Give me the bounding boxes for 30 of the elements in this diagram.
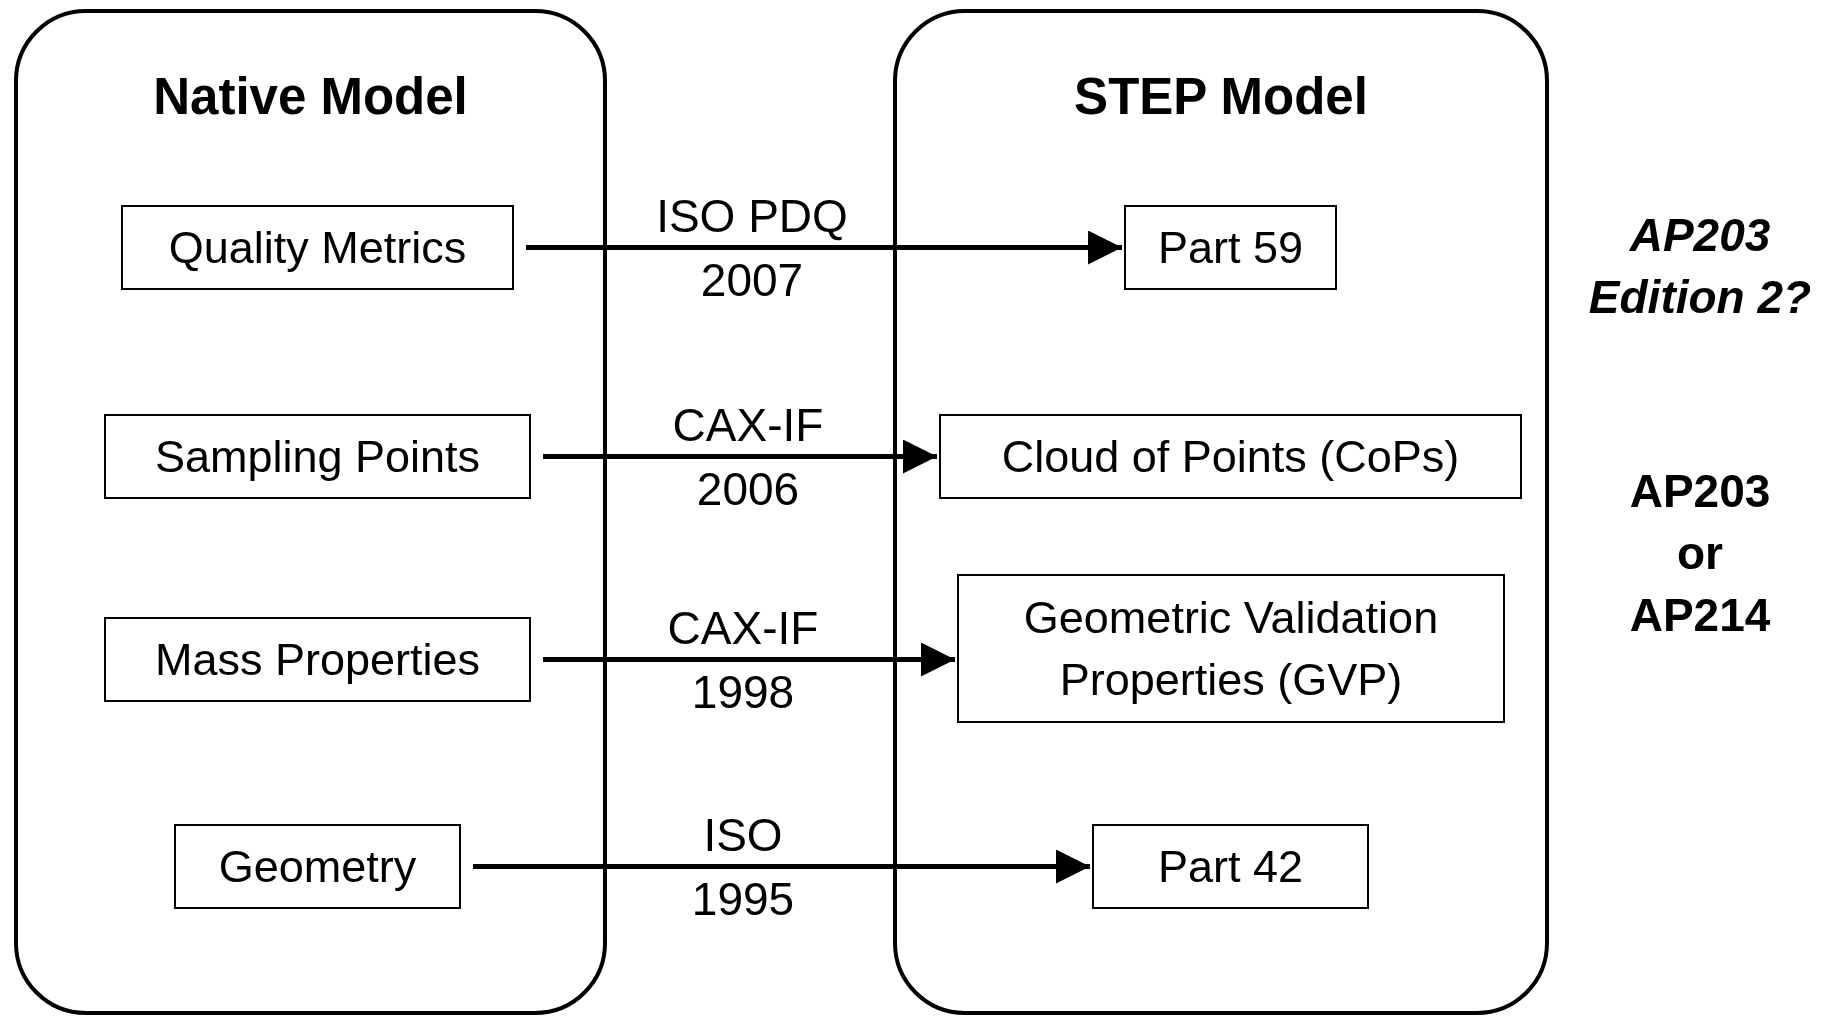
component-box [104, 617, 531, 702]
component-box [1124, 205, 1337, 290]
arrow [526, 230, 1122, 265]
model-panel [14, 9, 607, 1015]
edge-label: CAX-IF 2006 [671, 397, 825, 517]
component-box [1092, 824, 1369, 909]
box-label: Cloud of Points (CoPs) [1000, 429, 1461, 484]
box-label: Quality Metrics [167, 220, 468, 275]
box-label: Sampling Points [153, 429, 482, 484]
box-label: Geometry [217, 839, 418, 894]
box-label: Mass Properties [153, 632, 482, 687]
arrow [543, 642, 955, 677]
edge-label: ISO 1995 [690, 807, 796, 927]
component-box [939, 414, 1522, 499]
box-label: Part 42 [1156, 839, 1305, 894]
component-box [121, 205, 514, 290]
edge-label: ISO PDQ 2007 [655, 188, 849, 308]
component-box [174, 824, 461, 909]
arrow [473, 849, 1090, 884]
box-label: Geometric Validation Properties (GVP) [1022, 590, 1440, 707]
panel-title: STEP Model [1073, 67, 1369, 126]
component-box [104, 414, 531, 499]
box-label: Part 59 [1156, 220, 1305, 275]
arrow [543, 439, 937, 474]
side-note: AP203 or AP214 [1628, 464, 1772, 643]
panel-title: Native Model [152, 67, 469, 126]
edge-label: CAX-IF 1998 [666, 600, 820, 720]
side-note: AP203 Edition 2? [1587, 208, 1813, 325]
component-box [957, 574, 1505, 723]
model-panel [893, 9, 1549, 1015]
